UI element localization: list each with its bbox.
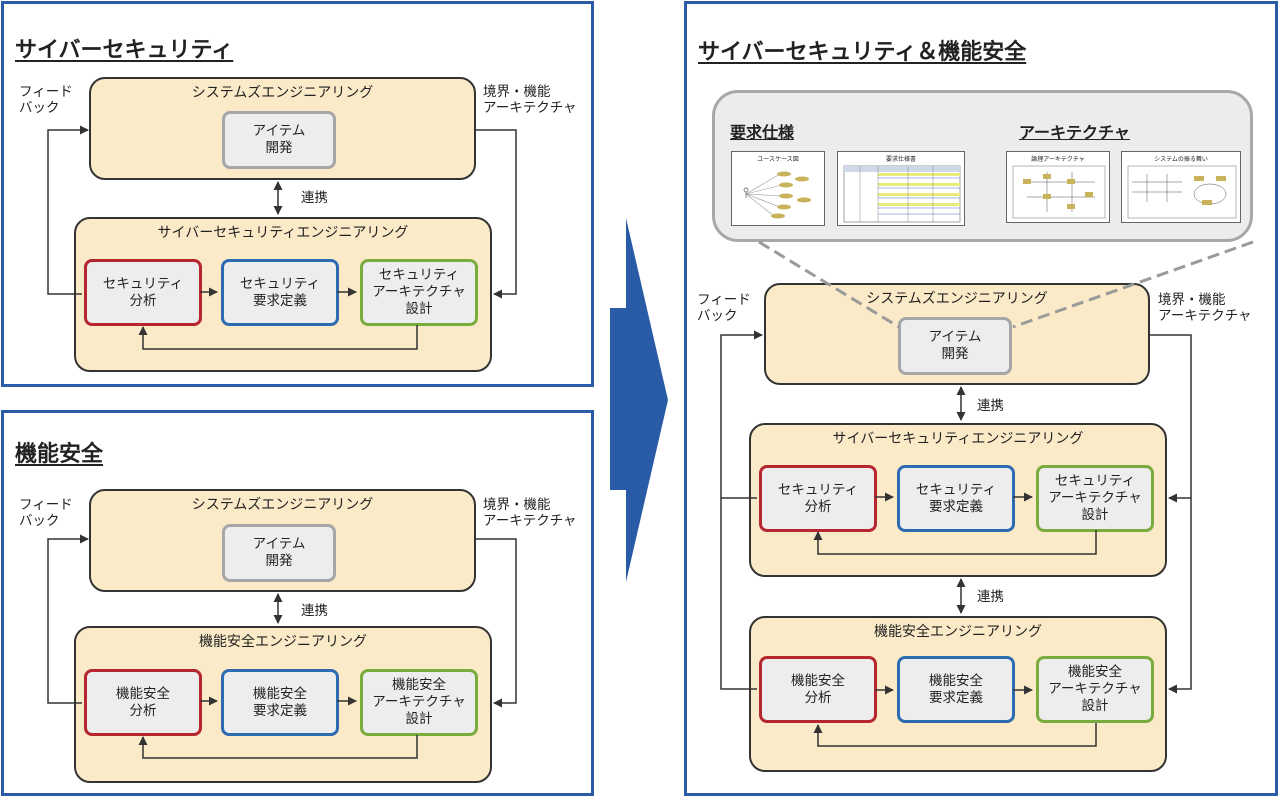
requirements-spec-thumbnail: 要求仕様書 — [837, 151, 965, 226]
cybersecurity-engineering-box: サイバーセキュリティエンジニアリング セキュリティ 分析 セキュリティ 要求定義… — [749, 423, 1167, 577]
functional-safety-connectors — [47, 534, 517, 759]
security-architecture-design-box: セキュリティ アーキテクチャ 設計 — [1036, 465, 1154, 532]
requirements-spec-title: 要求仕様 — [730, 123, 795, 142]
security-architecture-design-box: セキュリティ アーキテクチャ 設計 — [360, 259, 478, 326]
boundary-architecture-label: 境界・機能 アーキテクチャ — [483, 497, 577, 529]
link-label: 連携 — [301, 190, 328, 206]
security-requirements-box: セキュリティ 要求定義 — [221, 259, 339, 326]
logical-architecture-title: 論理アーキテクチャ — [1031, 156, 1085, 163]
system-behavior-thumbnail: システムの振る舞い — [1121, 151, 1241, 223]
panel-title: サイバーセキュリティ — [15, 38, 234, 63]
spec-architecture-callout: 要求仕様 アーキテクチャ ユースケース図 要 — [712, 90, 1253, 242]
item-development-box: アイテム 開発 — [222, 111, 336, 169]
feedback-label: フィード バック — [19, 497, 73, 529]
combined-connectors — [720, 240, 1254, 747]
combined-panel: サイバーセキュリティ＆機能安全 要求仕様 アーキテクチャ ユースケース図 — [684, 1, 1278, 796]
cybersecurity-connectors — [47, 125, 517, 350]
usecase-diagram-thumbnail: ユースケース図 — [731, 151, 825, 226]
systems-engineering-label: システムズエンジニアリング — [191, 497, 374, 513]
link-label: 連携 — [301, 603, 328, 619]
usecase-diagram-title: ユースケース図 — [757, 156, 799, 163]
safety-architecture-design-box: 機能安全 アーキテクチャ 設計 — [360, 669, 478, 736]
item-development-box: アイテム 開発 — [222, 524, 336, 582]
feedback-label: フィード バック — [19, 84, 73, 116]
feedback-label: フィード バック — [697, 292, 751, 324]
systems-engineering-box: システムズエンジニアリング アイテム 開発 — [89, 77, 476, 180]
security-analysis-box: セキュリティ 分析 — [759, 465, 877, 532]
logical-architecture-thumbnail: 論理アーキテクチャ — [1006, 151, 1110, 223]
systems-engineering-label: システムズエンジニアリング — [191, 85, 374, 101]
safety-analysis-box: 機能安全 分析 — [84, 669, 202, 736]
cybersecurity-engineering-label: サイバーセキュリティエンジニアリング — [832, 431, 1084, 447]
security-requirements-box: セキュリティ 要求定義 — [897, 465, 1015, 532]
item-development-box: アイテム 開発 — [898, 317, 1012, 375]
boundary-architecture-label: 境界・機能 アーキテクチャ — [483, 84, 577, 116]
system-behavior-title: システムの振る舞い — [1154, 156, 1208, 163]
panel-title: 機能安全 — [15, 442, 104, 467]
functional-safety-engineering-label: 機能安全エンジニアリング — [874, 624, 1042, 640]
cybersecurity-panel: サイバーセキュリティ システムズエンジニアリング アイテム 開発 連携 サイバー… — [1, 1, 594, 387]
safety-architecture-design-box: 機能安全 アーキテクチャ 設計 — [1036, 656, 1154, 723]
functional-safety-engineering-box: 機能安全エンジニアリング 機能安全 分析 機能安全 要求定義 機能安全 アーキテ… — [749, 616, 1167, 772]
systems-engineering-label: システムズエンジニアリング — [866, 291, 1048, 307]
boundary-architecture-label: 境界・機能 アーキテクチャ — [1158, 292, 1252, 324]
functional-safety-panel: 機能安全 システムズエンジニアリング アイテム 開発 連携 機能安全エンジニアリ… — [1, 410, 594, 796]
link-label-upper: 連携 — [977, 398, 1004, 414]
link-label-lower: 連携 — [977, 589, 1004, 605]
cybersecurity-engineering-label: サイバーセキュリティエンジニアリング — [157, 225, 409, 241]
safety-requirements-box: 機能安全 要求定義 — [221, 669, 339, 736]
architecture-title: アーキテクチャ — [1019, 123, 1130, 142]
security-analysis-box: セキュリティ 分析 — [84, 259, 202, 326]
safety-requirements-box: 機能安全 要求定義 — [897, 656, 1015, 723]
systems-engineering-box: システムズエンジニアリング アイテム 開発 — [764, 283, 1150, 385]
systems-engineering-box: システムズエンジニアリング アイテム 開発 — [89, 489, 476, 592]
requirements-spec-doc-title: 要求仕様書 — [885, 156, 916, 163]
cybersecurity-engineering-box: サイバーセキュリティエンジニアリング セキュリティ 分析 セキュリティ 要求定義… — [74, 217, 492, 372]
functional-safety-engineering-label: 機能安全エンジニアリング — [199, 634, 367, 650]
panel-title: サイバーセキュリティ＆機能安全 — [698, 40, 1027, 65]
